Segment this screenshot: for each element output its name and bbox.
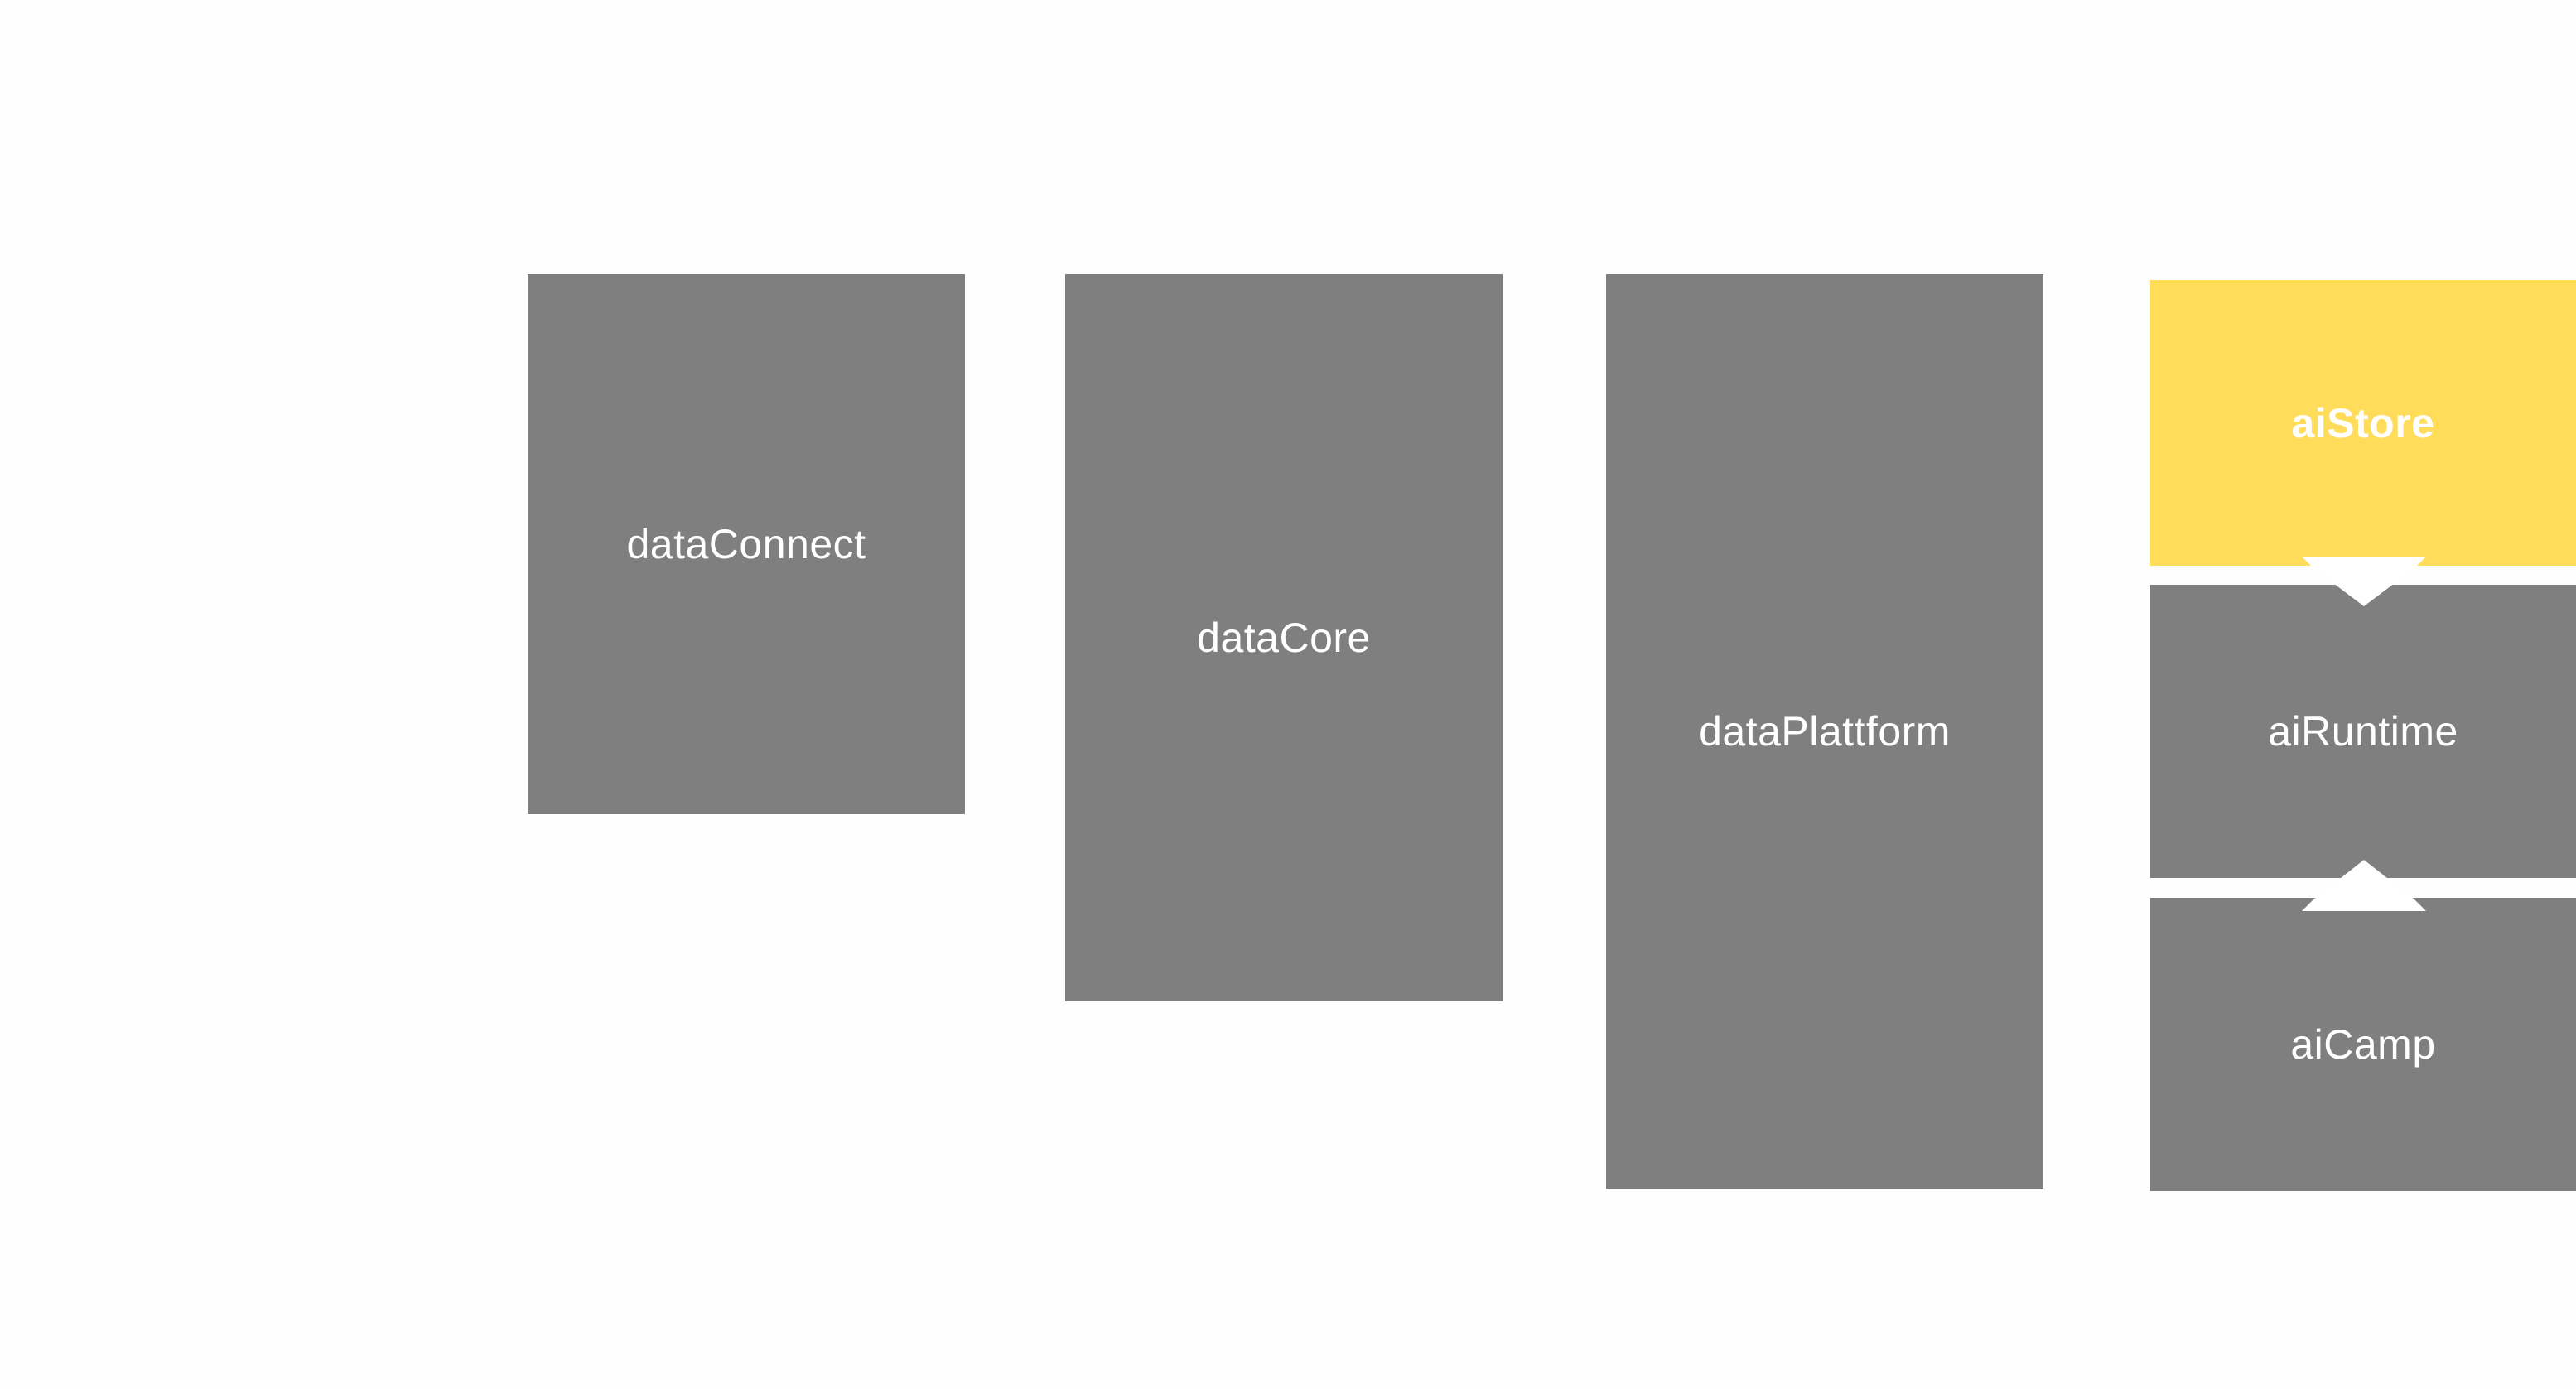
ai-store-block: aiStore [2150,280,2576,566]
down-arrow-icon [2302,557,2426,606]
data-core-label: dataCore [1197,615,1371,661]
store-to-runtime-arrow-shape [2302,557,2426,606]
camp-to-runtime-arrow-shape [2302,860,2426,911]
ai-runtime-label: aiRuntime [2268,708,2458,755]
data-core-block: dataCore [1065,274,1503,1001]
data-connect-block: dataConnect [528,274,965,814]
ai-runtime-block: aiRuntime [2150,585,2576,878]
up-arrow-icon [2302,860,2426,911]
data-plattform-label: dataPlattform [1699,708,1951,755]
data-connect-label: dataConnect [626,521,866,567]
ai-camp-label: aiCamp [2290,1021,2436,1068]
ai-camp-block: aiCamp [2150,898,2576,1191]
data-plattform-block: dataPlattform [1606,274,2043,1189]
ai-store-label: aiStore [2291,399,2435,446]
